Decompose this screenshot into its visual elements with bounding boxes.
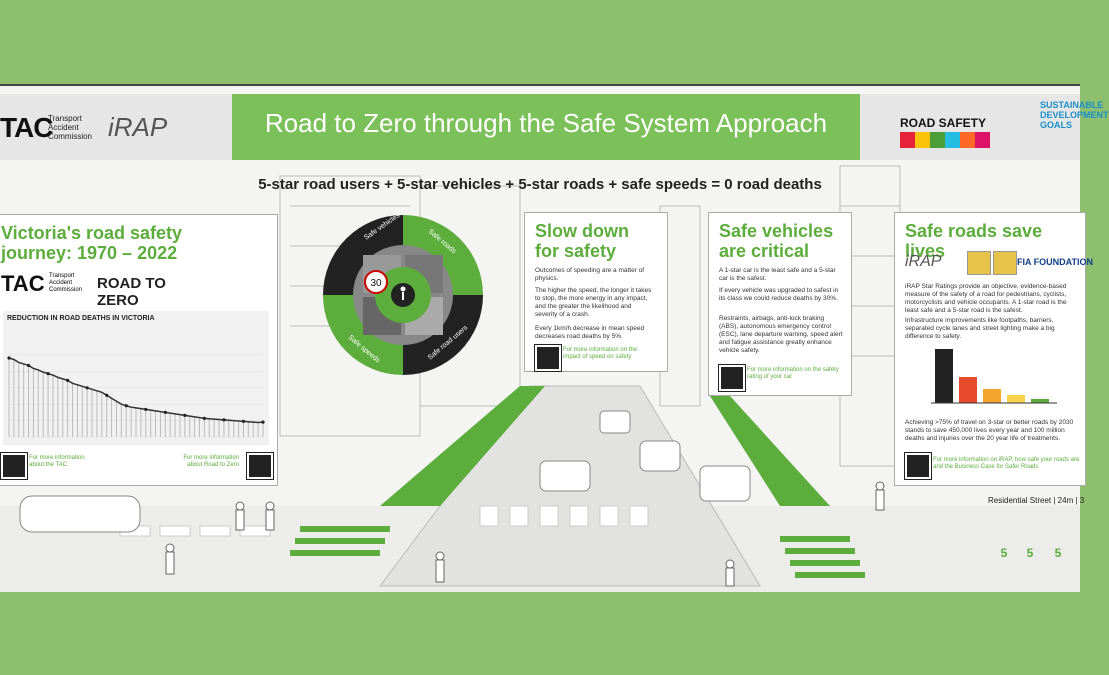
chart-point [183,413,187,417]
slow-down-p3: Every 1km/h decrease in mean speed decre… [535,325,645,340]
chart-point [222,418,226,422]
safe-roads-title: Safe roads save lives [905,221,1043,261]
street-label: Residential Street | 24m | 3 [988,496,1085,505]
speed-sign-value: 30 [370,278,382,289]
chart-point [66,378,70,382]
safe-system-formula: 5-star road users + 5-star vehicles + 5-… [258,176,822,193]
tac-logo: TAC [0,112,53,143]
qr-code-vehicles[interactable] [718,364,746,392]
road-deaths-chart: REDUCTION IN ROAD DEATHS IN VICTORIA [3,311,269,445]
victoria-panel: Victoria's road safety journey: 1970 – 2… [0,214,278,486]
page-title: Road to Zero through the Safe System App… [264,108,828,138]
road-to-zero-logo: ROAD TO ZERO [97,275,166,309]
more-info-vehicles[interactable]: For more information on the safety ratin… [747,367,839,380]
safe-vehicles-p3: Restraints, airbags, anti-lock braking (… [719,315,843,354]
more-info-roads[interactable]: For more information on iRAP, how safe y… [933,457,1080,470]
chart-point [105,393,109,397]
victoria-tac-logo: TAC [1,271,45,296]
chart-svg [7,354,265,438]
safe-roads-panel: Safe roads save lives iRAP FIA FOUNDATIO… [894,212,1093,486]
chart-point [85,386,89,390]
star-score-2: 5 [1026,546,1034,560]
safe-roads-p3: Achieving >75% of travel on 3-star or be… [905,419,1074,442]
chart-point [144,407,148,412]
star-rating-bar-chart [931,349,1057,404]
infographic-poster: TAC Transport Accident Commission iRAP R… [0,84,1109,592]
slow-down-panel: Slow down for safety Outcomes of speedin… [524,212,668,372]
safe-vehicles-p2: If every vehicle was upgraded to safest … [719,287,839,302]
safe-system-wheel: 30 Safe vehicles Safe roads Safe road us… [323,212,483,375]
un-road-safety-text: ROAD SAFETY [900,116,987,130]
slow-down-title: Slow down for safety [535,221,629,261]
rainbow-icon [900,132,990,148]
victoria-title: Victoria's road safety journey: 1970 – 2… [1,223,183,263]
bar-1-star [935,349,953,403]
star-score-3: 5 [1054,546,1062,560]
qr-code-tac[interactable] [0,452,28,480]
safe-roads-p2: Infrastructure improvements like footpat… [905,317,1055,340]
chart-point [202,416,206,420]
fia-logo: FIA FOUNDATION [1017,257,1093,267]
chart-point [241,419,246,423]
sdg-logo: SUSTAINABLE DEVELOPMENT GOALS [1040,100,1109,130]
irap-logo: iRAP [108,112,168,142]
chart-point [124,404,128,408]
slow-down-p1: Outcomes of speeding are a matter of phy… [535,267,645,282]
chart-point [7,356,11,360]
roads-irap-logo: iRAP [905,253,942,270]
more-info-rtz[interactable]: For more information about Road to Zero [183,455,239,468]
un-road-safety-logo: ROAD SAFETY [870,98,1030,154]
safe-roads-p1: iRAP Star Ratings provide an objective, … [905,283,1067,314]
more-info-tac[interactable]: For more information about the TAC [29,455,85,468]
safe-vehicles-p1: A 1-star car is the least safe and a 5-s… [719,267,836,282]
title-banner: Road to Zero through the Safe System App… [232,94,860,160]
bar-3-star [983,389,1001,403]
safe-vehicles-panel: Safe vehicles are critical A 1-star car … [708,212,852,396]
chart-point [26,363,31,368]
star-score-1: 5 [1000,546,1008,560]
bar-2-star [959,377,977,403]
chart-title: REDUCTION IN ROAD DEATHS IN VICTORIA [7,315,155,322]
tac-logo-subtitle: Transport Accident Commission [48,114,93,141]
qr-code-rtz[interactable] [246,452,274,480]
chart-point [46,372,50,376]
more-info-speed[interactable]: For more information on the impact of sp… [563,347,638,360]
bar-5-star [1031,399,1049,403]
chart-point [163,410,167,414]
slow-down-p2: The higher the speed, the longer it take… [535,287,652,318]
qr-code-roads[interactable] [904,452,932,480]
victoria-tac-sub: Transport Accident Commission [49,273,83,293]
bar-4-star [1007,395,1025,403]
road-safety-badge-1 [967,251,991,275]
road-safety-badge-2 [993,251,1017,275]
chart-series-line [8,357,264,424]
qr-code-speed[interactable] [534,344,562,372]
safe-vehicles-title: Safe vehicles are critical [719,221,834,261]
chart-point [261,420,265,424]
